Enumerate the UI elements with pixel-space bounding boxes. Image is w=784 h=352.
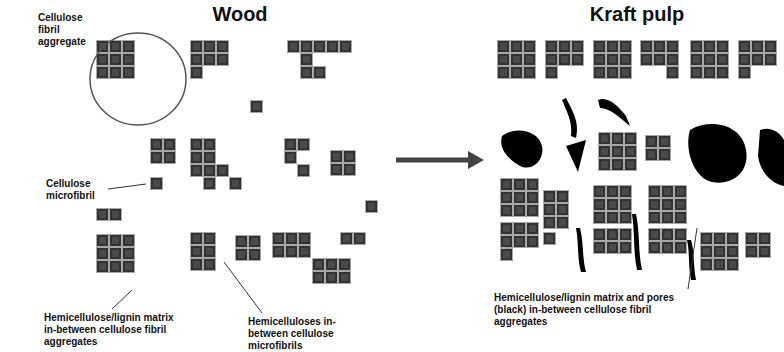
panel: Kraft pulp (490, 2, 784, 300)
pores (501, 98, 784, 280)
callout-label: Cellulose fibril aggregate (38, 12, 96, 48)
callout-label: Hemicellulose/lignin matrix and pores (b… (494, 292, 694, 328)
kraft-fibrils (498, 41, 777, 271)
wood-fibrils (90, 33, 378, 284)
panel-heading: Wood (90, 2, 390, 26)
panel-heading: Kraft pulp (490, 2, 784, 26)
callout-label: Hemicellulose/lignin matrix in-between c… (44, 312, 186, 348)
process-arrow (396, 151, 484, 169)
panel: Wood (90, 2, 390, 300)
callout-label: Cellulose microfibril (46, 178, 106, 202)
callout-label: Hemicelluloses in-between cellulose micr… (248, 316, 366, 352)
